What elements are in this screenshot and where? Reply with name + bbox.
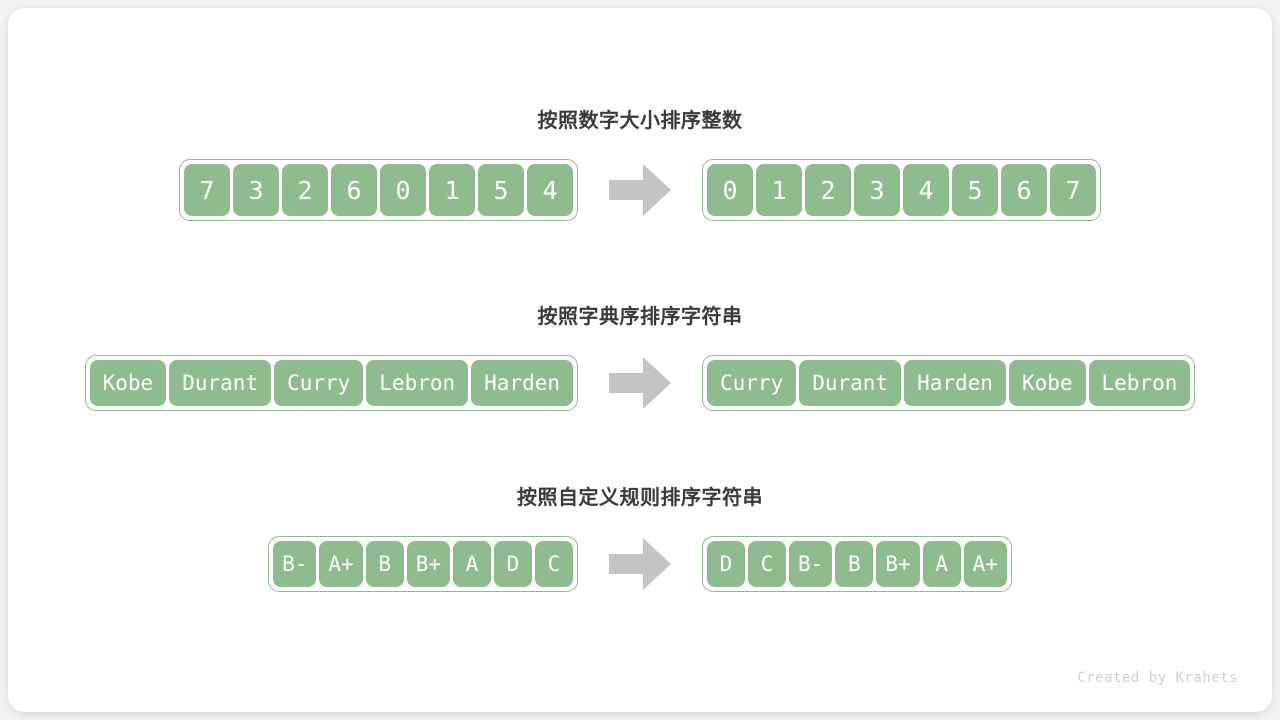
array-cell: 7 — [1050, 164, 1096, 216]
section-title-lexicographic-strings: 按照字典序排序字符串 — [537, 306, 743, 328]
array-cell: 3 — [854, 164, 900, 216]
array-cell: Kobe — [1008, 360, 1086, 406]
array-cell: 0 — [707, 164, 753, 216]
input-array-integers: 7 3 2 6 0 1 5 4 — [179, 159, 578, 221]
array-cell: B — [365, 541, 404, 587]
array-cell: Durant — [169, 360, 272, 406]
array-cell: B- — [789, 541, 833, 587]
output-array-custom-rule-strings: D C B- B B+ A A+ — [702, 536, 1012, 592]
arrow-container-custom-rule-strings — [578, 538, 702, 590]
array-cell: B+ — [876, 541, 920, 587]
array-cell: A — [453, 541, 491, 587]
section-custom-rule-strings: 按照自定义规则排序字符串 B- A+ B B+ A D C D C B- B — [8, 481, 1272, 592]
array-cell: Kobe — [89, 360, 167, 406]
array-cell: 7 — [184, 164, 230, 216]
output-array-lexicographic-strings: Curry Durant Harden Kobe Lebron — [702, 355, 1196, 411]
array-cell: Curry — [274, 360, 364, 406]
array-cell: Lebron — [366, 360, 469, 406]
array-row-integers: 7 3 2 6 0 1 5 4 0 1 2 3 4 5 6 — [8, 159, 1272, 221]
right-arrow-icon — [609, 538, 671, 590]
right-arrow-icon — [609, 164, 671, 216]
array-cell: 2 — [282, 164, 328, 216]
right-arrow-icon — [609, 357, 671, 409]
section-title-custom-rule-strings: 按照自定义规则排序字符串 — [517, 487, 763, 509]
input-array-lexicographic-strings: Kobe Durant Curry Lebron Harden — [84, 355, 578, 411]
array-cell: 6 — [1001, 164, 1047, 216]
array-cell: 0 — [380, 164, 426, 216]
array-cell: 2 — [805, 164, 851, 216]
array-cell: 4 — [903, 164, 949, 216]
array-cell: 6 — [331, 164, 377, 216]
array-cell: C — [535, 541, 573, 587]
array-cell: Lebron — [1088, 360, 1191, 406]
figure-card: 按照数字大小排序整数 7 3 2 6 0 1 5 4 0 1 2 3 — [8, 8, 1272, 712]
array-row-lexicographic-strings: Kobe Durant Curry Lebron Harden Curry Du… — [8, 355, 1272, 411]
array-cell: B- — [273, 541, 317, 587]
array-cell: 5 — [952, 164, 998, 216]
array-cell: Durant — [799, 360, 902, 406]
arrow-container-integers — [578, 164, 702, 216]
array-cell: 4 — [527, 164, 573, 216]
section-integers: 按照数字大小排序整数 7 3 2 6 0 1 5 4 0 1 2 3 — [8, 104, 1272, 221]
output-array-integers: 0 1 2 3 4 5 6 7 — [702, 159, 1101, 221]
credit-text: Created by Krahets — [1077, 670, 1238, 686]
section-title-integers: 按照数字大小排序整数 — [537, 110, 743, 132]
array-row-custom-rule-strings: B- A+ B B+ A D C D C B- B B+ A A+ — [8, 536, 1272, 592]
array-cell: B+ — [406, 541, 450, 587]
arrow-container-lexicographic-strings — [578, 357, 702, 409]
array-cell: D — [494, 541, 532, 587]
array-cell: 1 — [429, 164, 475, 216]
array-cell: A+ — [963, 541, 1007, 587]
input-array-custom-rule-strings: B- A+ B B+ A D C — [268, 536, 578, 592]
array-cell: 3 — [233, 164, 279, 216]
array-cell: 1 — [756, 164, 802, 216]
array-cell: B — [835, 541, 874, 587]
array-cell: D — [707, 541, 745, 587]
section-lexicographic-strings: 按照字典序排序字符串 Kobe Durant Curry Lebron Hard… — [8, 300, 1272, 411]
array-cell: A — [922, 541, 961, 587]
array-cell: 5 — [478, 164, 524, 216]
array-cell: C — [748, 541, 786, 587]
array-cell: Harden — [904, 360, 1006, 406]
array-cell: A+ — [319, 541, 363, 587]
array-cell: Curry — [707, 360, 797, 406]
array-cell: Harden — [471, 360, 573, 406]
